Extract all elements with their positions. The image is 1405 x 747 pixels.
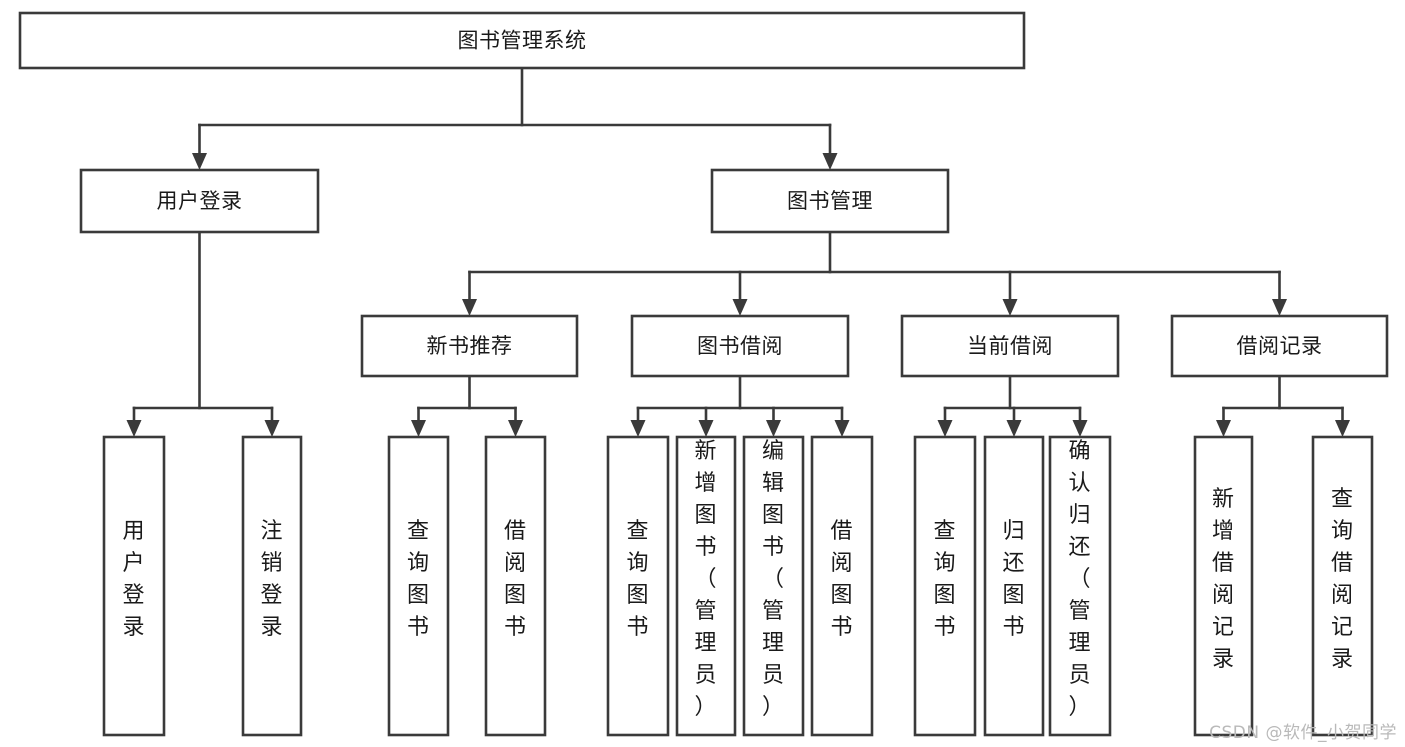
arrow-head-icon bbox=[630, 420, 646, 437]
node-label: 用户登录 bbox=[122, 519, 145, 640]
arrow-head-icon bbox=[1002, 299, 1018, 316]
node-label: 编辑图书（管理员） bbox=[762, 439, 785, 720]
node-box bbox=[1311, 435, 1374, 737]
node-box bbox=[913, 435, 977, 737]
node-新书推荐-l2-1-0[interactable]: 新书推荐 bbox=[360, 314, 579, 378]
csdn-watermark: CSDN @软件_小贺同学 bbox=[1209, 723, 1397, 743]
node-新增借阅记录-l3-1-3-0[interactable]: 新增借阅记录 bbox=[1193, 435, 1254, 737]
node-label: 当前借阅 bbox=[967, 334, 1053, 358]
connector-layer bbox=[126, 66, 1350, 437]
node-新增图书管理员-l3-1-1-1[interactable]: 新增图书（管理员） bbox=[675, 435, 737, 737]
arrow-head-icon bbox=[732, 299, 748, 316]
arrow-head-icon bbox=[822, 153, 838, 170]
arrow-head-icon bbox=[1006, 420, 1022, 437]
arrow-head-icon bbox=[411, 420, 426, 437]
node-box bbox=[1048, 435, 1112, 737]
arrow-head-icon bbox=[264, 420, 280, 437]
node-box bbox=[900, 314, 1120, 378]
node-label: 新书推荐 bbox=[427, 334, 513, 358]
arrow-head-icon bbox=[698, 420, 714, 437]
node-注销登录-l2-0-1[interactable]: 注销登录 bbox=[241, 435, 303, 737]
arrow-head-icon bbox=[766, 420, 781, 437]
node-label: 图书管理系统 bbox=[458, 29, 587, 53]
arrow-head-icon bbox=[834, 420, 850, 437]
node-box bbox=[1193, 435, 1254, 737]
node-label: 归还图书 bbox=[1002, 519, 1025, 640]
node-图书管理系统-root[interactable]: 图书管理系统 bbox=[18, 11, 1026, 70]
arrow-head-icon bbox=[508, 420, 523, 437]
arrow-head-icon bbox=[462, 299, 477, 316]
arrow-head-icon bbox=[1072, 420, 1088, 437]
node-box bbox=[387, 435, 450, 737]
node-归还图书-l3-1-2-1[interactable]: 归还图书 bbox=[983, 435, 1045, 737]
arrow-head-icon bbox=[126, 420, 142, 437]
node-label: 注销登录 bbox=[260, 519, 283, 640]
node-box bbox=[710, 168, 950, 234]
node-box bbox=[606, 435, 670, 737]
node-label: 图书借阅 bbox=[697, 334, 783, 358]
node-box bbox=[79, 168, 320, 234]
arrow-head-icon bbox=[1216, 420, 1231, 437]
node-box bbox=[1170, 314, 1389, 378]
node-box bbox=[360, 314, 579, 378]
node-label: 确认归还（管理员） bbox=[1068, 439, 1091, 720]
node-借阅记录-l2-1-3[interactable]: 借阅记录 bbox=[1170, 314, 1389, 378]
node-label: 图书管理 bbox=[787, 189, 873, 213]
node-box bbox=[675, 435, 737, 737]
arrow-head-icon bbox=[192, 153, 207, 170]
arrow-head-icon bbox=[1272, 299, 1287, 316]
node-box bbox=[484, 435, 547, 737]
node-label: 查询图书 bbox=[626, 519, 649, 640]
node-借阅图书-l3-1-1-3[interactable]: 借阅图书 bbox=[810, 435, 874, 737]
node-label: 借阅记录 bbox=[1237, 334, 1323, 358]
node-查询图书-l3-1-2-0[interactable]: 查询图书 bbox=[913, 435, 977, 737]
node-查询图书-l3-1-1-0[interactable]: 查询图书 bbox=[606, 435, 670, 737]
node-box bbox=[102, 435, 166, 737]
node-label: 新增图书（管理员） bbox=[694, 439, 717, 720]
arrow-head-icon bbox=[937, 420, 953, 437]
node-label: 借阅图书 bbox=[504, 519, 527, 640]
node-box bbox=[742, 435, 805, 737]
node-box bbox=[810, 435, 874, 737]
node-box bbox=[18, 11, 1026, 70]
node-查询图书-l3-1-0-0[interactable]: 查询图书 bbox=[387, 435, 450, 737]
node-label: 查询借阅记录 bbox=[1331, 487, 1354, 672]
node-box bbox=[241, 435, 303, 737]
arrow-head-icon bbox=[1335, 420, 1350, 437]
node-图书管理-l1-1[interactable]: 图书管理 bbox=[710, 168, 950, 234]
node-用户登录-l1-0[interactable]: 用户登录 bbox=[79, 168, 320, 234]
node-label: 借阅图书 bbox=[830, 519, 853, 640]
node-当前借阅-l2-1-2[interactable]: 当前借阅 bbox=[900, 314, 1120, 378]
node-图书借阅-l2-1-1[interactable]: 图书借阅 bbox=[630, 314, 850, 378]
node-label: 用户登录 bbox=[157, 189, 243, 213]
node-label: 新增借阅记录 bbox=[1212, 487, 1235, 672]
node-查询借阅记录-l3-1-3-1[interactable]: 查询借阅记录 bbox=[1311, 435, 1374, 737]
node-layer: 图书管理系统用户登录用户登录注销登录图书管理新书推荐查询图书借阅图书图书借阅查询… bbox=[18, 11, 1389, 737]
node-编辑图书管理员-l3-1-1-2[interactable]: 编辑图书（管理员） bbox=[742, 435, 805, 737]
node-label: 查询图书 bbox=[933, 519, 956, 640]
node-确认归还管理员-l3-1-2-2[interactable]: 确认归还（管理员） bbox=[1048, 435, 1112, 737]
node-box bbox=[630, 314, 850, 378]
node-借阅图书-l3-1-0-1[interactable]: 借阅图书 bbox=[484, 435, 547, 737]
node-label: 查询图书 bbox=[407, 519, 430, 640]
node-用户登录-l2-0-0[interactable]: 用户登录 bbox=[102, 435, 166, 737]
node-box bbox=[983, 435, 1045, 737]
